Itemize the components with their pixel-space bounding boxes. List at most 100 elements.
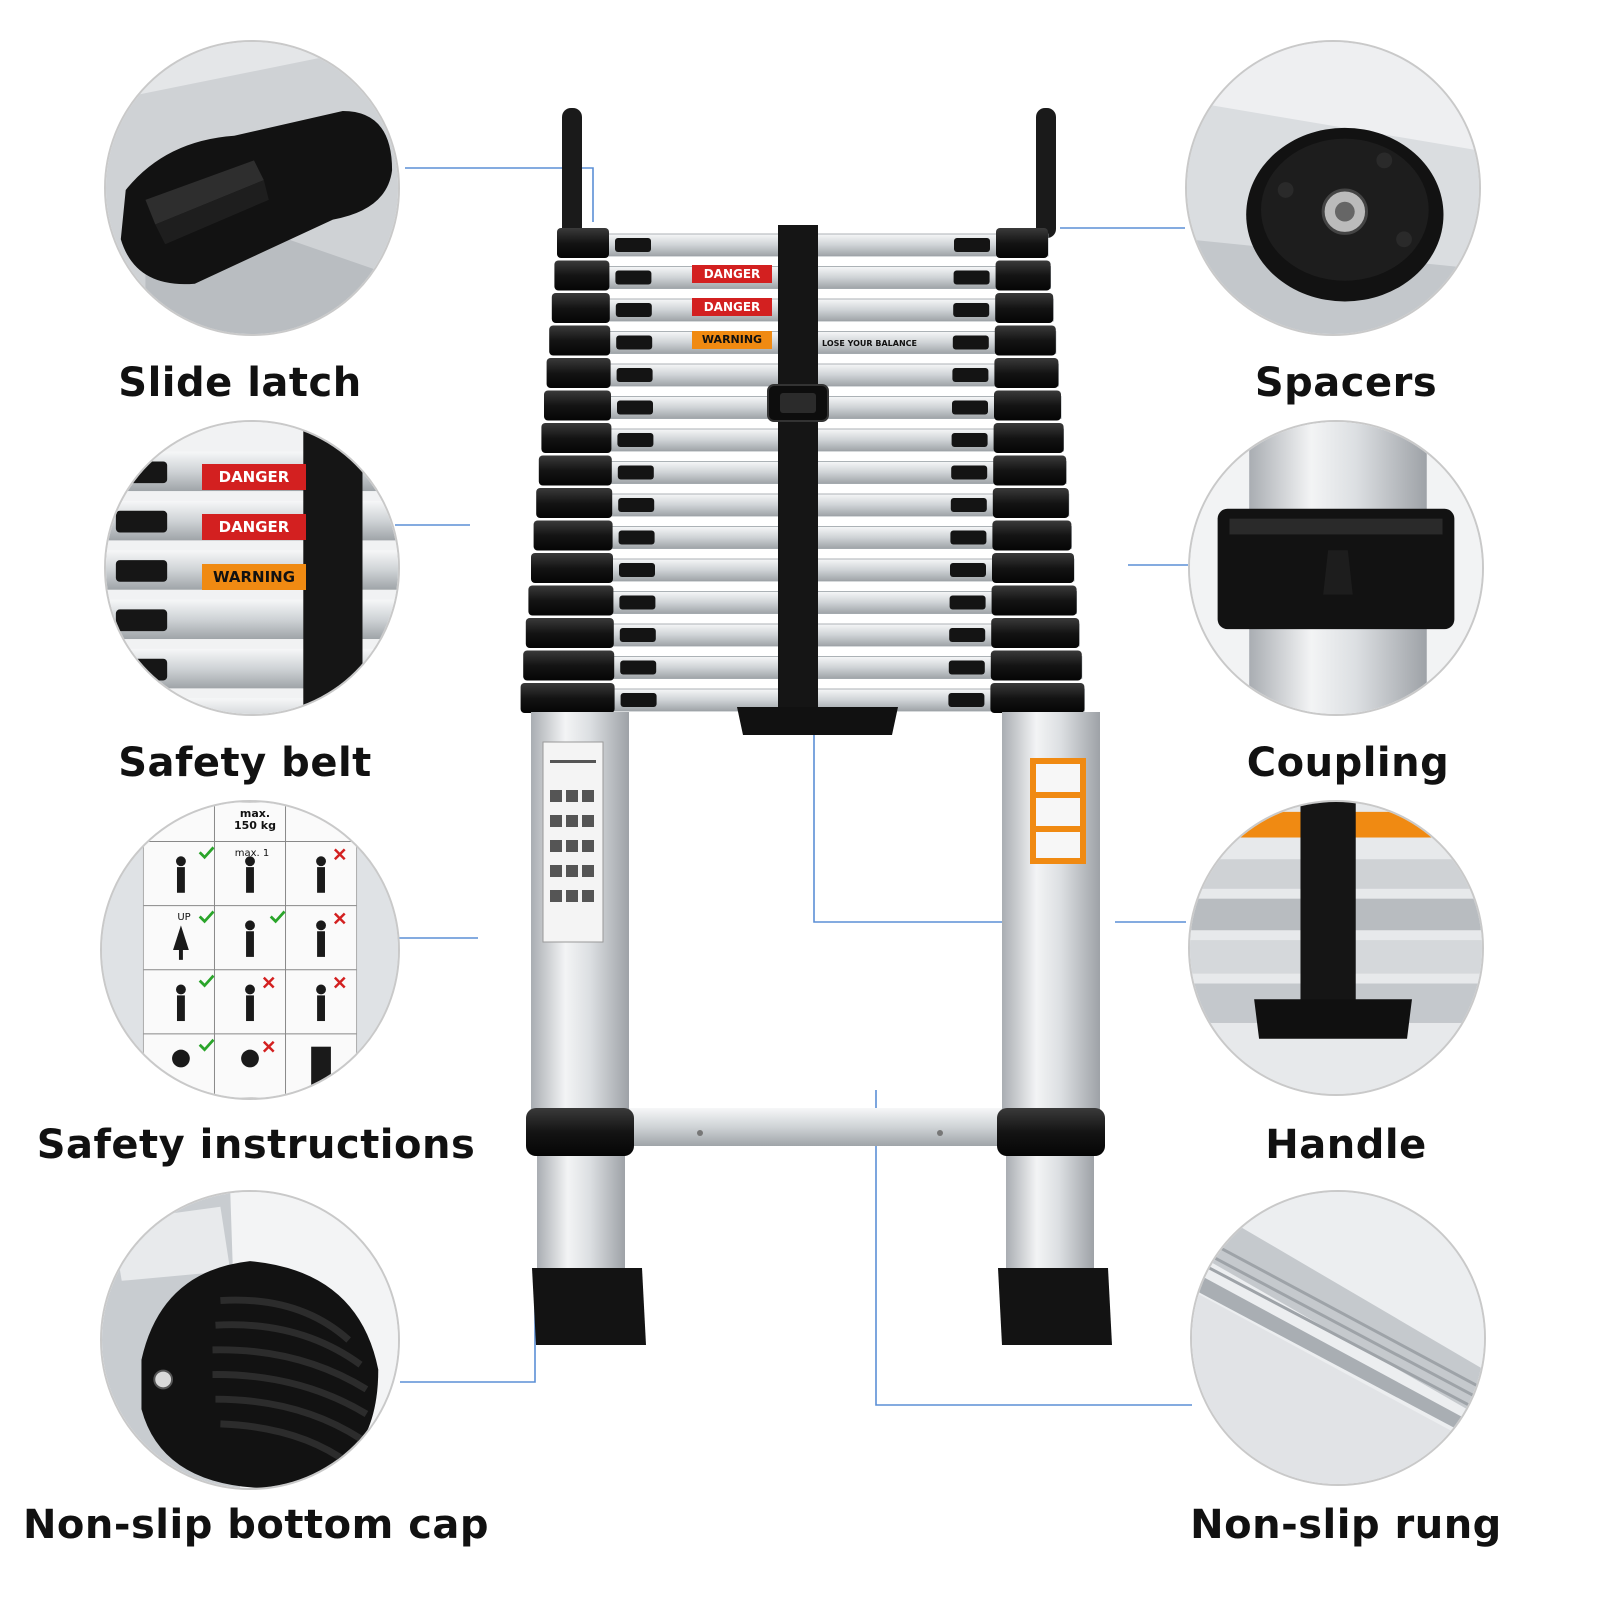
up-label: UP	[177, 912, 191, 923]
belt-detail-latch	[115, 510, 168, 533]
ladder-warning: WARNING	[692, 331, 772, 349]
left-tube-lower	[537, 1150, 625, 1280]
ladder-danger-2: DANGER	[692, 298, 772, 316]
coupling-detail	[1188, 420, 1484, 716]
slide-latch	[617, 400, 653, 415]
rail-block-right	[993, 423, 1064, 453]
belt-detail-latch	[115, 609, 168, 632]
rail-block-left	[549, 325, 611, 356]
slide-latch	[619, 595, 656, 610]
label-bottom-cap: Non-slip bottom cap	[22, 1502, 490, 1548]
rail-block-left	[557, 228, 609, 258]
top-hook-left	[562, 108, 582, 238]
rail-block-left	[525, 618, 614, 648]
safety-belt-icon	[303, 422, 363, 714]
slide-latch	[619, 563, 655, 577]
slide-latch	[948, 693, 985, 707]
safety-instructions-detail: max. 150 kg max. 1 UP	[100, 800, 400, 1100]
rail-block-left	[531, 553, 613, 583]
slide-latch	[952, 368, 989, 382]
label-handle: Handle	[1265, 1122, 1427, 1168]
slide-latch	[951, 465, 988, 480]
rung-bar	[606, 396, 1062, 419]
slide-latch	[949, 595, 986, 610]
rail-block-left	[528, 585, 614, 616]
rail-block-left	[541, 423, 612, 453]
slide-latch	[618, 498, 655, 512]
slide-latch	[950, 563, 986, 577]
pictogram-icons	[172, 856, 331, 1087]
rail-block-right	[993, 455, 1067, 486]
rung-bar	[606, 363, 1059, 387]
rail-block-right	[990, 650, 1082, 681]
rail-block-right	[992, 488, 1069, 518]
slide-latch	[952, 400, 988, 415]
rail-block-left	[538, 455, 612, 486]
slide-latch	[950, 498, 987, 512]
slide-latch	[620, 693, 657, 707]
coupling-left	[526, 1108, 634, 1156]
label-safety-instructions: Safety instructions	[36, 1122, 476, 1168]
coupling-right	[997, 1108, 1105, 1156]
rail-block-right	[992, 553, 1074, 583]
warning-sign: WARNING	[202, 564, 306, 590]
slide-latch	[951, 433, 988, 447]
right-tube-lower	[1006, 1150, 1094, 1280]
rail-block-left	[546, 358, 611, 388]
max-load-label: max. 150 kg	[234, 807, 276, 832]
rail-block-right	[996, 228, 1048, 258]
foot-left	[532, 1268, 646, 1345]
slide-latch	[619, 628, 656, 642]
label-spacers: Spacers	[1254, 360, 1438, 406]
label-safety-belt: Safety belt	[118, 740, 372, 786]
slide-latch	[618, 530, 655, 545]
rail-block-left	[523, 650, 615, 681]
slide-latch	[617, 465, 654, 480]
belt-detail-latch	[115, 560, 168, 582]
ladder-danger-1: DANGER	[692, 265, 772, 283]
slide-latch	[616, 335, 653, 350]
connector-slide-latch	[405, 167, 594, 222]
connector-rung	[875, 1090, 1192, 1406]
slide-latch	[617, 433, 654, 447]
rail-block-left	[544, 390, 611, 421]
rail-block-right	[994, 390, 1061, 421]
max-persons-label: max. 1	[234, 848, 270, 859]
rail-block-right	[991, 585, 1077, 616]
label-rung: Non-slip rung	[1190, 1502, 1502, 1548]
rail-block-left	[554, 260, 610, 291]
collapsed-rungs	[520, 228, 1085, 713]
slide-latch	[950, 530, 987, 545]
slide-latch	[949, 628, 986, 642]
label-slide-latch: Slide latch	[118, 360, 362, 406]
slide-latch	[948, 660, 985, 675]
carry-handle	[737, 707, 898, 735]
danger-sign-1: DANGER	[202, 464, 306, 490]
safety-belt-strap	[778, 225, 818, 715]
danger-sign-2: DANGER	[202, 514, 306, 540]
label-coupling: Coupling	[1246, 740, 1450, 786]
rail-block-right	[991, 618, 1080, 648]
slide-latch	[616, 368, 653, 382]
connector-handle-left	[813, 718, 1003, 923]
rail-block-left	[520, 683, 615, 713]
ladder-lose-balance: LOSE YOUR BALANCE	[822, 339, 917, 348]
handle-icon	[1254, 999, 1412, 1039]
rail-block-left	[536, 488, 613, 518]
rail-block-left	[533, 520, 613, 551]
rail-block-left	[551, 293, 610, 323]
bottom-rung	[629, 1108, 1002, 1146]
slide-latch	[620, 660, 657, 675]
rung-detail	[1190, 1190, 1486, 1486]
spacers-detail	[1185, 40, 1481, 336]
safety-belt-detail: DANGER DANGER WARNING	[104, 420, 400, 716]
slide-latch-detail	[104, 40, 400, 336]
rail-block-right	[995, 293, 1054, 323]
slide-latch	[953, 303, 990, 317]
connector-bottom-cap	[400, 1300, 536, 1383]
top-hook-right	[1036, 108, 1056, 238]
rail-block-right	[995, 260, 1051, 291]
